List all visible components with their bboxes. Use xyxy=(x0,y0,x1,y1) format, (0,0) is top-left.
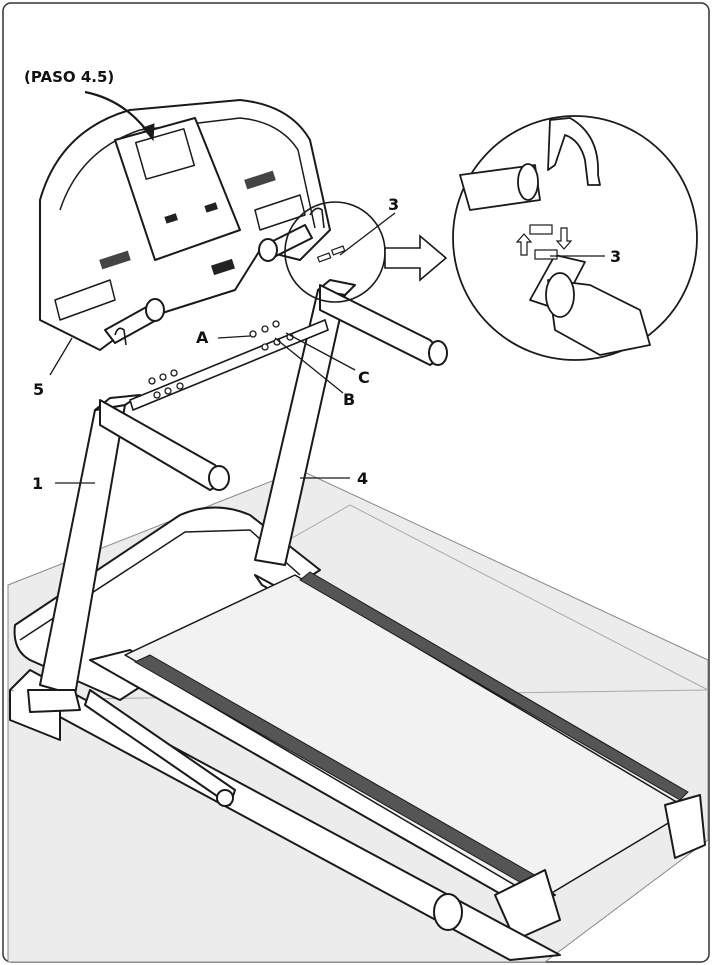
console-brackets xyxy=(114,207,325,346)
down-arrow-icon xyxy=(555,227,573,250)
upright-left xyxy=(27,394,230,713)
step-label: (PASO 4.5) xyxy=(24,68,114,86)
side-rail-left xyxy=(89,649,556,906)
callout-b: B xyxy=(343,390,355,409)
callout-3-detail: 3 xyxy=(610,247,621,266)
callout-3-main: 3 xyxy=(388,195,399,214)
callout-c: C xyxy=(358,368,370,387)
tab-part-lower xyxy=(534,249,558,260)
callout-5: 5 xyxy=(33,380,44,399)
tab-parts-small xyxy=(316,245,346,263)
console-buttons xyxy=(99,170,276,276)
console xyxy=(39,99,331,351)
upright-right xyxy=(254,279,448,566)
bolts xyxy=(148,320,294,399)
foot-rail-right xyxy=(299,571,689,801)
tab-part-upper xyxy=(529,224,553,235)
rear-end-cap-right xyxy=(664,794,706,859)
treadmill-deck xyxy=(9,506,706,961)
detail-view xyxy=(452,115,698,361)
callout-1: 1 xyxy=(32,474,43,493)
callout-4: 4 xyxy=(357,469,368,488)
transport-wheel xyxy=(433,893,463,931)
up-arrow-icon xyxy=(515,233,533,256)
leader-lines xyxy=(49,212,605,484)
callout-a: A xyxy=(196,328,209,347)
rear-end-cap-left xyxy=(494,869,561,941)
hollow-right-arrow-icon xyxy=(384,234,448,282)
console-screen xyxy=(134,128,196,180)
